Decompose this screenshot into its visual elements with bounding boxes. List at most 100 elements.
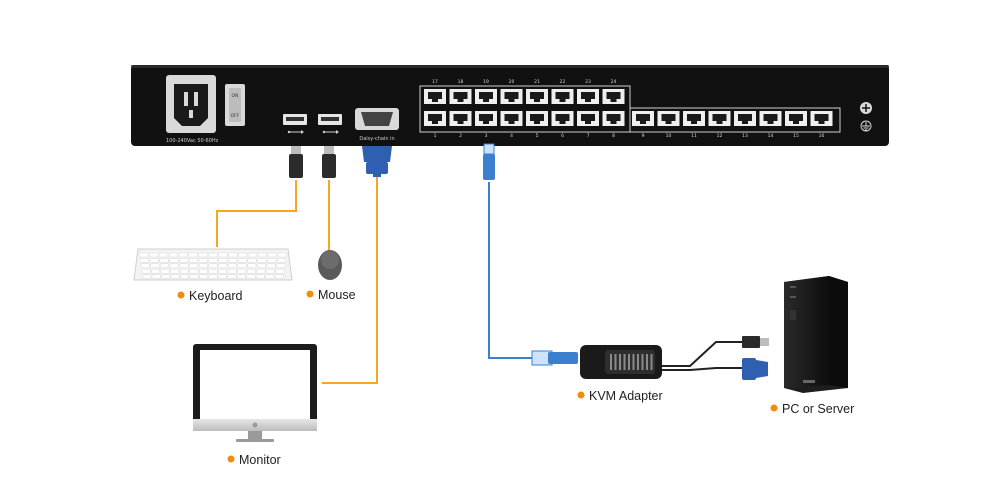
rj45-port-20[interactable] <box>500 89 523 104</box>
keyboard-key <box>170 274 180 279</box>
keyboard-label: Keyboard <box>189 289 243 303</box>
mouse-label: Mouse <box>318 288 356 302</box>
keyboard-key <box>247 263 257 269</box>
keyboard-key <box>189 268 199 274</box>
rj45-port-3[interactable] <box>475 111 497 126</box>
switch-on-label: ON <box>232 93 239 99</box>
keyboard-key <box>237 263 247 269</box>
label-mouse: Mouse <box>306 288 356 302</box>
keyboard-key <box>228 258 238 263</box>
keyboard-key <box>276 258 287 263</box>
keyboard-key <box>160 268 170 274</box>
rj45-port-17[interactable] <box>424 89 446 104</box>
port-number-label: 6 <box>561 133 564 139</box>
keyboard-key <box>141 268 151 274</box>
rj45-port-8[interactable] <box>602 111 625 126</box>
power-inlet-icon <box>166 75 216 133</box>
keyboard-key <box>142 274 152 279</box>
rj45-port-7[interactable] <box>577 111 599 126</box>
rj45-port-4[interactable] <box>500 111 523 126</box>
keyboard-key <box>255 274 265 279</box>
port-number-label: 15 <box>793 133 799 139</box>
rj45-port-23[interactable] <box>577 89 599 104</box>
keyboard-key <box>276 263 286 269</box>
usb-port-1[interactable] <box>283 114 307 134</box>
keyboard-cable <box>216 180 297 247</box>
cables <box>216 172 742 384</box>
adapter-vent <box>619 354 621 370</box>
keyboard-key <box>179 263 189 269</box>
rj45-port-10[interactable] <box>657 111 680 126</box>
rj45-port-24[interactable] <box>602 89 625 104</box>
keyboard-key <box>237 274 246 279</box>
rj45-port-18[interactable] <box>449 89 472 104</box>
rj45-port-12[interactable] <box>708 111 731 126</box>
port-number-label: 12 <box>717 133 723 139</box>
monitor-device <box>193 344 317 442</box>
keyboard-key <box>267 258 277 263</box>
pc-server-label: PC or Server <box>782 402 854 416</box>
keyboard-key <box>189 263 199 269</box>
adapter-vent <box>646 354 648 370</box>
adapter-vent <box>641 354 644 370</box>
rj45-port-2[interactable] <box>449 111 472 126</box>
port-number-label: 22 <box>560 79 566 85</box>
network-cable <box>488 182 532 359</box>
keyboard-key <box>161 274 171 279</box>
kvm-adapter-device <box>531 345 662 379</box>
rj45-port-21[interactable] <box>526 89 548 104</box>
rj45-port-22[interactable] <box>551 89 574 104</box>
port-number-label: 13 <box>742 133 748 139</box>
keyboard-device <box>133 248 293 281</box>
port-number-label: 23 <box>585 79 591 85</box>
rj45-port-14[interactable] <box>759 111 782 126</box>
keyboard-key <box>158 252 169 258</box>
rj45-port-13[interactable] <box>734 111 756 126</box>
keyboard-key <box>160 263 170 269</box>
keyboard-key <box>198 258 208 263</box>
port-number-label: 10 <box>666 133 672 139</box>
keyboard-key <box>188 252 198 258</box>
rj45-port-9[interactable] <box>632 111 654 126</box>
keyboard-key <box>199 274 208 279</box>
adapter-vent <box>632 354 635 370</box>
keyboard-key <box>179 268 189 274</box>
adapter-vent <box>628 354 630 370</box>
monitor-cable <box>322 172 378 384</box>
rj45-port-19[interactable] <box>475 89 497 104</box>
keyboard-key <box>266 263 276 269</box>
mouse-device <box>318 250 342 280</box>
port-number-label: 5 <box>536 133 539 139</box>
adapter-usb-plug <box>742 336 769 348</box>
keyboard-key <box>180 274 189 279</box>
rj45-port-5[interactable] <box>526 111 548 126</box>
port-number-label: 20 <box>509 79 515 85</box>
power-switch[interactable]: ON OFF <box>225 84 245 126</box>
keyboard-key <box>188 258 198 263</box>
rj45-port-6[interactable] <box>551 111 574 126</box>
keyboard-key <box>169 258 179 263</box>
rj45-port-1[interactable] <box>424 111 446 126</box>
rj45-port-11[interactable] <box>683 111 705 126</box>
keyboard-key <box>198 252 208 258</box>
daisy-chain-port[interactable] <box>355 108 399 130</box>
rj45-port-16[interactable] <box>810 111 833 126</box>
usb-port-2[interactable] <box>318 114 342 134</box>
monitor-label: Monitor <box>239 453 281 467</box>
port-number-label: 7 <box>587 133 590 139</box>
keyboard-key <box>237 268 247 274</box>
keyboard-key <box>238 252 248 258</box>
kvm-back-panel: 100-240Vac 50-60Hz ON OFF <box>131 65 889 146</box>
label-pc-server: PC or Server <box>770 402 854 416</box>
port-number-label: 17 <box>432 79 438 85</box>
adapter-vent <box>610 354 612 370</box>
keyboard-key <box>140 263 150 269</box>
keyboard-key <box>139 258 150 263</box>
adapter-vent <box>614 354 617 370</box>
rj45-port-15[interactable] <box>785 111 807 126</box>
port-number-label: 11 <box>691 133 697 139</box>
port-number-label: 19 <box>483 79 489 85</box>
keyboard-key <box>228 252 238 258</box>
adapter-vent <box>637 354 639 370</box>
